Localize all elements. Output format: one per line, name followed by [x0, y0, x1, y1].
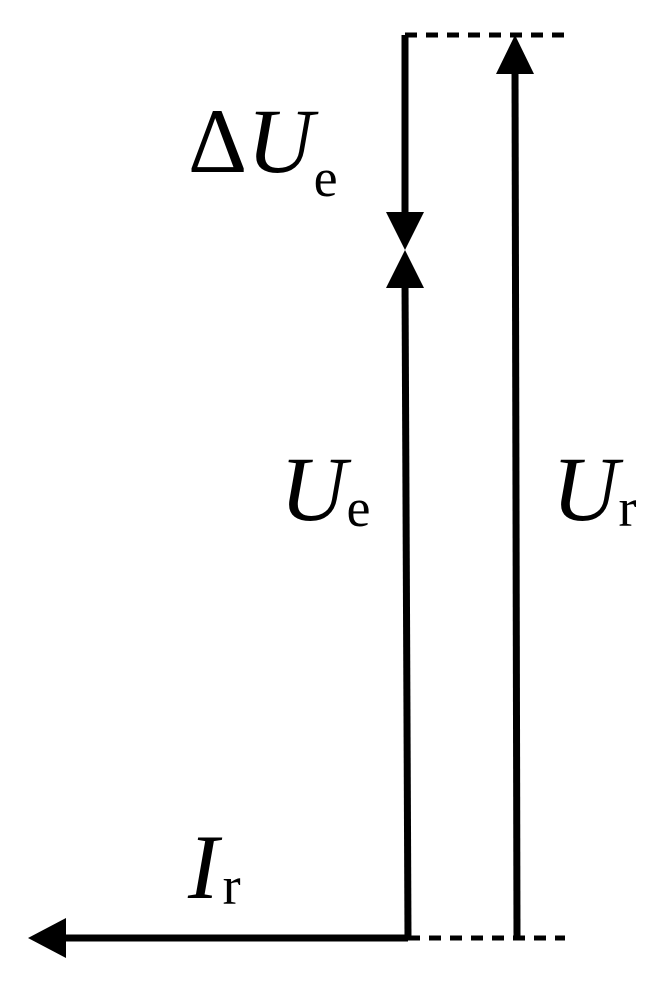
ir-arrowhead: [28, 918, 66, 958]
ur-arrowhead: [496, 35, 534, 74]
delta-ue-arrowhead: [386, 212, 424, 250]
delta-ue-label: ΔUe: [188, 90, 338, 208]
ue-arrowhead: [386, 250, 424, 288]
ur-vector-line: [511, 67, 521, 939]
ir-label: Ir: [187, 816, 241, 918]
ue-label: Ue: [280, 438, 370, 540]
ur-label: Ur: [552, 438, 636, 540]
ue-vector-line: [401, 279, 412, 939]
